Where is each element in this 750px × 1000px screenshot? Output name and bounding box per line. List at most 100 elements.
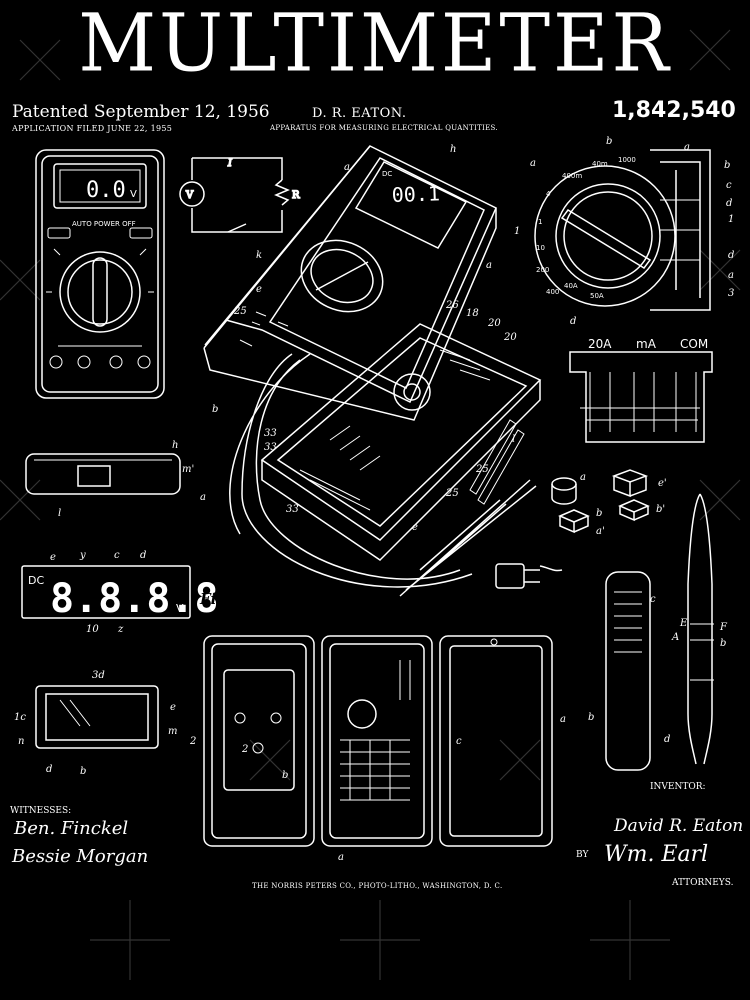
svg-text:d: d <box>726 198 732 209</box>
svg-text:20: 20 <box>487 318 501 329</box>
svg-text:I: I <box>227 158 233 169</box>
fig11-plug <box>495 563 563 589</box>
svg-text:2: 2 <box>189 736 196 747</box>
fig4-label: Fig.4. <box>71 414 120 432</box>
svg-text:3: 3 <box>728 288 734 299</box>
svg-text:e: e <box>412 522 418 533</box>
apparatus-caption: APPARATUS FOR MEASURING ELECTRICAL QUANT… <box>270 124 498 132</box>
witness-signature-2: Bessie Morgan <box>12 846 149 867</box>
svg-text:a: a <box>580 472 586 483</box>
svg-text:b: b <box>724 160 730 171</box>
fig1-label: Fig.1. <box>469 148 518 166</box>
svg-text:400m: 400m <box>562 172 582 180</box>
internal-board <box>260 323 542 561</box>
svg-text:a: a <box>338 852 344 863</box>
fig2-circuit: V R I <box>179 157 301 233</box>
svg-text:z: z <box>117 624 124 635</box>
fig7-dc: DC <box>28 574 44 587</box>
fig7-v: V <box>176 602 184 615</box>
svg-text:d: d <box>570 316 576 327</box>
inventor-label: INVENTOR: <box>650 782 706 792</box>
fig10-label: Fig.10. <box>103 766 162 784</box>
svg-text:10: 10 <box>86 624 99 635</box>
svg-text:2: 2 <box>241 744 248 755</box>
svg-text:d: d <box>140 550 146 561</box>
fig3-ref-letters: ab ab cd 1d a3 1d <box>514 136 734 327</box>
svg-text:c: c <box>650 594 656 605</box>
svg-text:a: a <box>344 162 350 173</box>
fig8-label: Fig.8. <box>613 532 662 550</box>
svg-text:b: b <box>588 712 594 723</box>
attorneys-label: ATTORNEYS. <box>672 878 734 888</box>
svg-text:18: 18 <box>466 308 479 319</box>
svg-text:33: 33 <box>264 442 277 453</box>
svg-text:1: 1 <box>514 226 520 237</box>
fig15-label: Fig.15. <box>597 780 656 798</box>
fig1-dc: DC <box>382 170 392 178</box>
svg-text:33: 33 <box>286 504 299 515</box>
fig15-holster: c b d <box>588 571 670 771</box>
svg-text:b: b <box>596 508 602 519</box>
svg-text:b: b <box>282 770 288 781</box>
fig7-reading: 8.8.8.8 <box>50 576 219 622</box>
svg-text:1c: 1c <box>14 712 26 723</box>
fig4-unit: V <box>130 189 137 200</box>
fig3-dial <box>534 149 711 311</box>
fig4-multimeter: AUTO POWER OFF <box>35 149 165 399</box>
svg-text:c: c <box>456 736 462 747</box>
fig6-terminals <box>569 351 713 443</box>
inventor-name: D. R. EATON. <box>312 106 407 121</box>
svg-text:b': b' <box>656 504 665 515</box>
fig1-reading: 00.1 <box>391 181 440 207</box>
svg-text:d: d <box>664 734 670 745</box>
patent-date: Patented September 12, 1956 <box>12 102 270 122</box>
svg-text:m': m' <box>182 464 194 475</box>
fig1-multimeter <box>203 145 497 588</box>
svg-text:50A: 50A <box>590 292 604 300</box>
svg-text:a: a <box>684 142 690 153</box>
svg-text:F: F <box>719 622 728 633</box>
svg-text:20: 20 <box>503 332 517 343</box>
svg-text:b: b <box>80 766 86 777</box>
fig9-label: Fig.9. <box>679 778 728 796</box>
printer-credit: THE NORRIS PETERS CO., PHOTO-LITHO., WAS… <box>252 882 503 890</box>
witnesses-label: WITNESSES: <box>10 806 72 816</box>
fig11-label: Fig.11. <box>493 598 552 616</box>
terminal-ma: mA <box>636 337 657 351</box>
fig3-label: Fig.3. <box>645 310 694 328</box>
svg-text:a: a <box>560 714 566 725</box>
svg-text:n: n <box>18 736 24 747</box>
fig14-case: a <box>439 635 566 847</box>
by-label: BY <box>576 850 589 860</box>
svg-text:40m: 40m <box>592 160 608 168</box>
svg-text:4: 4 <box>546 190 551 198</box>
svg-text:a: a <box>530 158 536 169</box>
attorney-signature: Wm. Earl <box>604 842 709 867</box>
fig12-back: 2 2 b <box>189 635 315 847</box>
svg-text:25: 25 <box>445 488 459 499</box>
fig6-label: Fig.6. <box>667 454 716 472</box>
fig13-label: Fig.13. <box>355 854 414 872</box>
svg-text:b: b <box>720 638 726 649</box>
svg-text:a: a <box>200 492 206 503</box>
fig5-side-view: hm' l <box>25 440 194 519</box>
svg-text:1: 1 <box>728 214 734 225</box>
test-probes <box>399 479 537 597</box>
inventor-signature: David R. Eaton <box>614 816 744 836</box>
fig7-label: Fig.7. <box>199 590 248 608</box>
svg-text:e: e <box>256 284 262 295</box>
patent-number: 1,842,540 <box>612 98 736 123</box>
svg-text:e: e <box>170 702 176 713</box>
svg-text:h: h <box>450 144 456 155</box>
fig12-label: Fig.12. <box>231 854 290 872</box>
svg-text:33: 33 <box>264 428 277 439</box>
svg-text:A: A <box>671 632 679 643</box>
fig2-label: Fig.2. <box>185 240 234 258</box>
